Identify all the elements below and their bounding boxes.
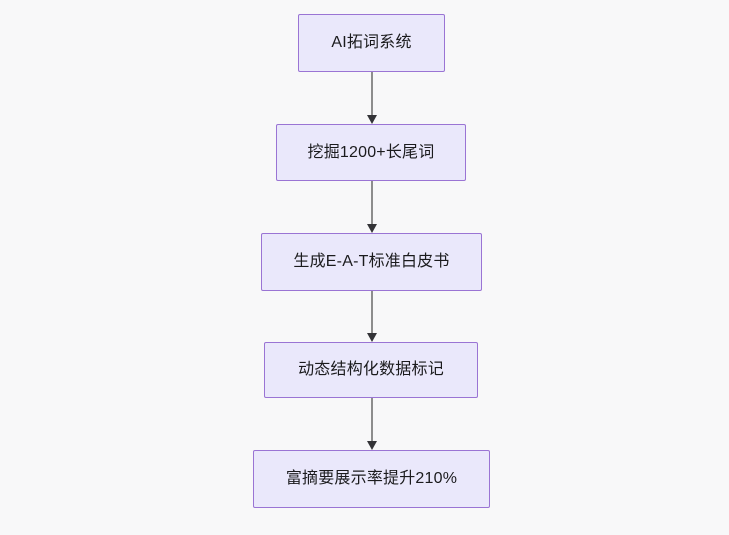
flowchart-node-label: 富摘要展示率提升210% <box>285 470 458 487</box>
arrowhead-icon <box>367 115 377 124</box>
flowchart-node-5[interactable]: 富摘要展示率提升210% <box>253 450 490 508</box>
flowchart-node-label: AI拓词系统 <box>331 34 412 51</box>
edge-node-4-to-node-5 <box>367 398 377 450</box>
edge-line <box>371 181 373 225</box>
arrowhead-icon <box>367 441 377 450</box>
flowchart-node-1[interactable]: AI拓词系统 <box>298 14 445 72</box>
edge-node-3-to-node-4 <box>367 291 377 342</box>
flowchart-node-label: 挖掘1200+长尾词 <box>307 143 435 161</box>
arrowhead-icon <box>367 224 377 233</box>
edge-node-1-to-node-2 <box>367 72 377 124</box>
edge-line <box>371 72 373 116</box>
flowchart-node-3[interactable]: 生成E-A-T标准白皮书 <box>261 233 482 291</box>
edge-line <box>371 398 373 442</box>
edge-node-2-to-node-3 <box>367 181 377 233</box>
arrowhead-icon <box>367 333 377 342</box>
edge-line <box>371 291 373 334</box>
flowchart-node-2[interactable]: 挖掘1200+长尾词 <box>276 124 466 181</box>
flowchart-node-label: 生成E-A-T标准白皮书 <box>293 253 450 270</box>
flowchart-node-label: 动态结构化数据标记 <box>298 361 444 378</box>
flowchart-node-4[interactable]: 动态结构化数据标记 <box>264 342 478 398</box>
